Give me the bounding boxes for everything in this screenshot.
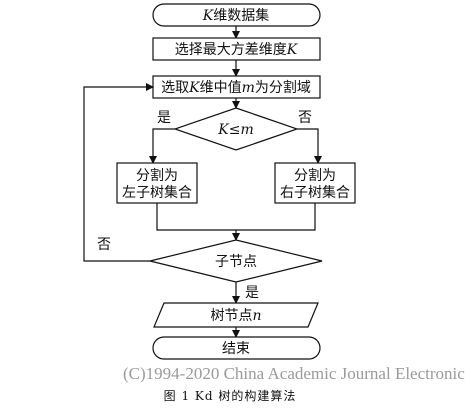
svg-text:右子树集合: 右子树集合 xyxy=(280,184,350,201)
start-text: 维数据集 xyxy=(213,7,269,24)
svg-text:分割为: 分割为 xyxy=(294,167,336,184)
svg-text:结束: 结束 xyxy=(222,341,250,357)
tree-node-output: 树节点n xyxy=(153,302,319,328)
loop-no-label: 否 xyxy=(97,237,111,253)
svg-text:选取K维中值m为分割域: 选取K维中值m为分割域 xyxy=(161,79,311,96)
figure-caption: 图 1 Kd 树的构建算法 xyxy=(163,389,297,403)
decision-k-le-m: K≤m xyxy=(173,107,299,151)
svg-text:左子树集合: 左子树集合 xyxy=(122,184,192,201)
start-k: K xyxy=(202,8,215,24)
svg-text:选择最大方差维度K: 选择最大方差维度K xyxy=(175,42,299,58)
right-subtree-box: 分割为 右子树集合 xyxy=(274,162,356,204)
svg-text:K≤m: K≤m xyxy=(217,122,253,138)
svg-text:树节点n: 树节点n xyxy=(210,308,261,324)
decision-child-node: 子节点 xyxy=(149,239,323,283)
select-dimension-box: 选择最大方差维度K xyxy=(152,37,321,61)
select-dimension-text: 选择最大方差维度 xyxy=(175,42,287,58)
svg-text:子节点: 子节点 xyxy=(215,254,257,270)
left-subtree-box: 分割为 左子树集合 xyxy=(116,162,198,204)
select-median-box: 选取K维中值m为分割域 xyxy=(152,75,321,99)
select-dimension-k: K xyxy=(286,42,299,58)
end-node: 结束 xyxy=(152,336,321,360)
svg-text:分割为: 分割为 xyxy=(136,167,178,184)
child-yes-label: 是 xyxy=(245,285,259,301)
start-node: K维数据集 xyxy=(152,3,321,27)
svg-text:K维数据集: K维数据集 xyxy=(202,7,269,24)
branch-yes-label: 是 xyxy=(157,110,171,126)
branch-no-label: 否 xyxy=(298,110,312,126)
watermark-text: (C)1994-2020 China Academic Journal Elec… xyxy=(123,364,465,383)
